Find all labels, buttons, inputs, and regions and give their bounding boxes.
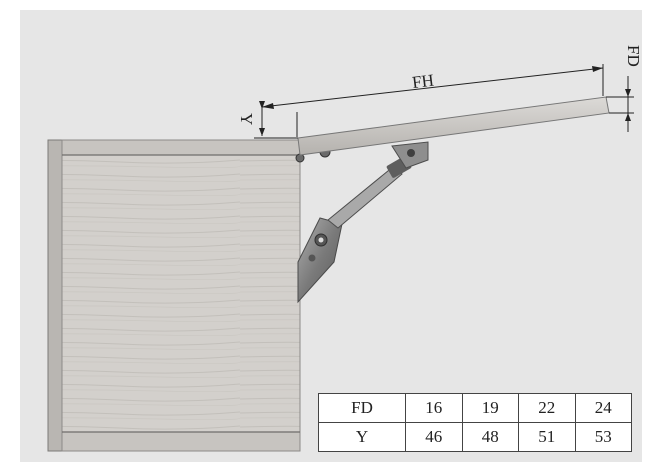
table-cell: 46 xyxy=(405,422,463,452)
table-cell: 51 xyxy=(518,422,576,452)
y-label: Y xyxy=(237,113,256,125)
door-panel xyxy=(297,96,610,156)
fh-label: FH xyxy=(411,71,435,93)
cabinet-side-panel xyxy=(47,139,63,452)
table-cell: 19 xyxy=(461,393,519,423)
mechanism-arm xyxy=(327,165,403,229)
cabinet xyxy=(47,139,301,452)
table-cell: 16 xyxy=(405,393,463,423)
table-cell: 22 xyxy=(518,393,576,423)
table-row-label: Y xyxy=(318,422,406,452)
table-row: Y 46 48 51 53 xyxy=(318,422,632,452)
lift-mechanism xyxy=(295,141,429,304)
cabinet-top-edge xyxy=(61,139,301,156)
lift-door xyxy=(297,96,610,156)
table-row: FD 16 19 22 24 xyxy=(318,393,632,423)
table-row-label: FD xyxy=(318,393,406,423)
fd-label: FD xyxy=(624,45,643,67)
table-cell: 48 xyxy=(461,422,519,452)
mechanism-housing xyxy=(297,217,343,304)
spec-table: FD 16 19 22 24 Y 46 48 51 53 xyxy=(318,393,632,452)
dimension-lines xyxy=(254,64,634,139)
cabinet-front xyxy=(61,139,301,452)
cabinet-bottom-edge xyxy=(61,431,301,452)
table-cell: 24 xyxy=(574,393,632,423)
table-cell: 53 xyxy=(574,422,632,452)
fh-dimension-line xyxy=(261,67,604,108)
